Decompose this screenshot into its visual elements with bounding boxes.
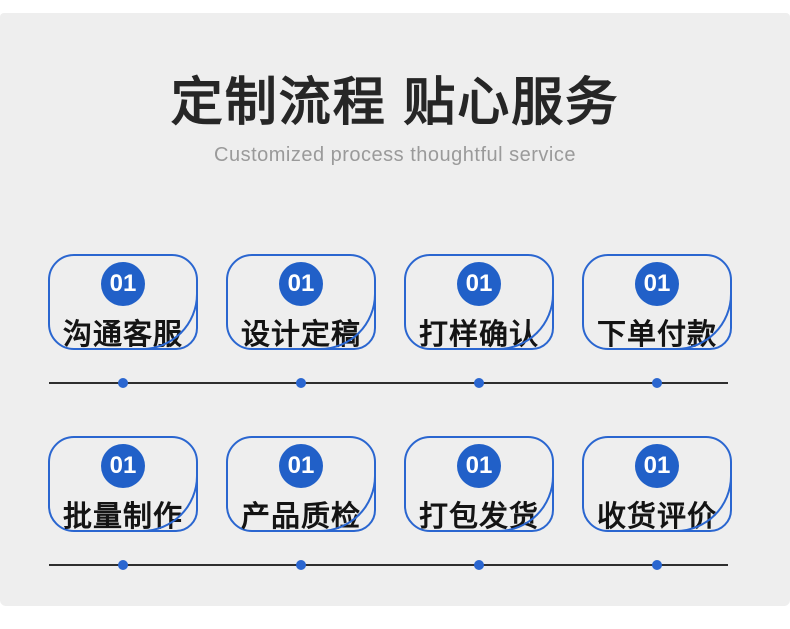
- timeline-dot: [296, 378, 306, 388]
- timeline-dot: [652, 560, 662, 570]
- timeline-row-1: [0, 378, 790, 388]
- timeline-dot: [474, 560, 484, 570]
- step-label: 沟通客服: [62, 319, 183, 351]
- process-row-2: 01 批量制作 01 产品质检 01 打包发货 01 收货评价: [48, 436, 732, 533]
- timeline-line: [49, 382, 728, 384]
- timeline-dot: [652, 378, 662, 388]
- step-label: 产品质检: [240, 501, 361, 533]
- timeline-dot: [118, 560, 128, 570]
- timeline-dot: [474, 378, 484, 388]
- process-step-card: 01 打样确认: [404, 254, 554, 351]
- step-number: 01: [287, 270, 315, 297]
- step-number-badge: 01: [635, 262, 679, 306]
- process-row-1: 01 沟通客服 01 设计定稿 01 打样确认 01 下单付款: [48, 254, 732, 351]
- step-number-badge: 01: [279, 444, 323, 488]
- process-step-card: 01 沟通客服: [48, 254, 198, 351]
- process-section-panel: 定制流程 贴心服务 Customized process thoughtful …: [0, 13, 790, 606]
- step-number-badge: 01: [457, 262, 501, 306]
- step-number-badge: 01: [101, 444, 145, 488]
- step-number: 01: [109, 452, 137, 479]
- step-label: 批量制作: [62, 501, 183, 533]
- timeline-line: [49, 564, 728, 566]
- page-title: 定制流程 贴心服务: [170, 74, 620, 132]
- step-number: 01: [465, 452, 493, 479]
- step-label: 打样确认: [418, 319, 539, 351]
- process-step-card: 01 收货评价: [582, 436, 732, 533]
- process-step-card: 01 批量制作: [48, 436, 198, 533]
- timeline-dot: [296, 560, 306, 570]
- step-number: 01: [465, 270, 493, 297]
- timeline-row-2: [0, 560, 790, 570]
- page-subtitle: Customized process thoughtful service: [214, 144, 576, 166]
- step-label: 打包发货: [418, 501, 539, 533]
- process-step-card: 01 打包发货: [404, 436, 554, 533]
- step-number-badge: 01: [279, 262, 323, 306]
- timeline-dot: [118, 378, 128, 388]
- step-number-badge: 01: [635, 444, 679, 488]
- step-label: 设计定稿: [240, 319, 361, 351]
- step-number: 01: [287, 452, 315, 479]
- step-number-badge: 01: [457, 444, 501, 488]
- step-label: 收货评价: [596, 501, 717, 533]
- step-label: 下单付款: [596, 319, 717, 351]
- process-step-card: 01 下单付款: [582, 254, 732, 351]
- step-number: 01: [643, 270, 671, 297]
- step-number-badge: 01: [101, 262, 145, 306]
- step-number: 01: [643, 452, 671, 479]
- process-step-card: 01 产品质检: [226, 436, 376, 533]
- step-number: 01: [109, 270, 137, 297]
- process-step-card: 01 设计定稿: [226, 254, 376, 351]
